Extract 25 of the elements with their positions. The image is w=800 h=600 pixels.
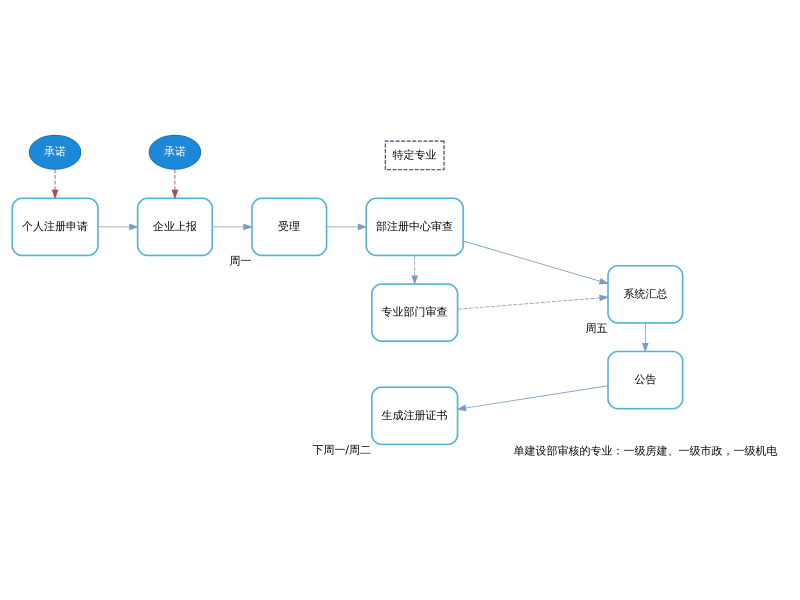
node-box: 专业部门审查 (371, 282, 458, 342)
node-box: 部注册中心审查 (365, 197, 464, 256)
node-box: 受理 (251, 197, 328, 256)
node-label: 下周一/周二 (312, 442, 372, 456)
arrow (172, 168, 178, 199)
node-label: 周五 (585, 321, 608, 334)
node-box: 生成注册证书 (371, 386, 458, 445)
node-box: 系统汇总 (607, 264, 684, 324)
arrow (642, 322, 649, 352)
arrow (212, 223, 253, 230)
arrow (52, 168, 58, 199)
node-box: 公告 (607, 350, 684, 409)
node-ellipse: 承诺 (28, 134, 82, 170)
arrow (326, 223, 368, 230)
arrow (457, 294, 609, 310)
arrow (462, 240, 609, 284)
arrow (411, 254, 418, 284)
node-box: 特定专业 (384, 140, 445, 170)
label: 单建设部审核的专业：一级房建、一级市政，一级机电 (513, 444, 778, 457)
node-label: 周一 (229, 254, 252, 267)
arrow (456, 384, 608, 411)
node-box: 个人注册申请 (11, 197, 99, 256)
node-box: 企业上报 (136, 197, 214, 256)
arrow (98, 223, 139, 230)
node-ellipse: 承诺 (148, 134, 202, 170)
